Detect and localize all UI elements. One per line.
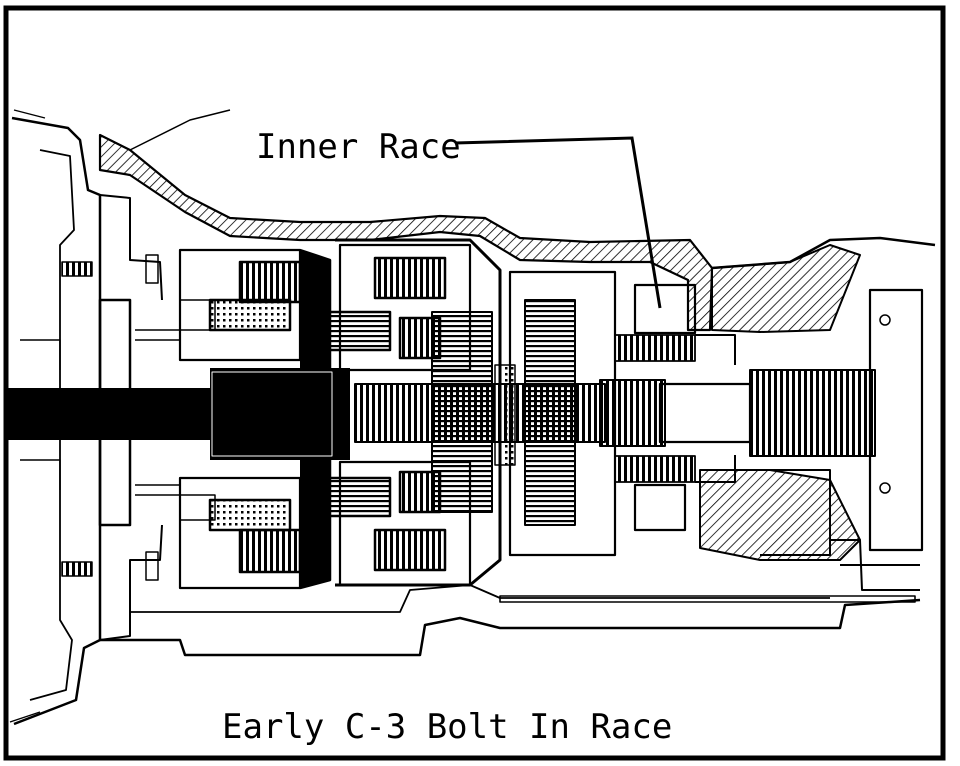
bolt-upper-left [61, 254, 159, 284]
inner-race-assembly [614, 283, 736, 532]
inner-race-label: Inner Race [256, 127, 461, 167]
case-bottom [100, 598, 921, 657]
bolt-lower-left [61, 551, 159, 581]
converter-housing-upper [99, 194, 163, 301]
rear-clutch-lower [313, 460, 472, 587]
figure-caption: Early C-3 Bolt In Race [222, 707, 672, 747]
output-shaft [599, 379, 666, 447]
seal-lines-lower [135, 484, 216, 521]
left-housing-details [9, 109, 61, 723]
case-bottom-inner [130, 584, 830, 613]
rear-planetary [524, 299, 576, 526]
valve-body-rod [499, 595, 916, 603]
rear-drum [508, 270, 617, 557]
governor [760, 469, 831, 556]
input-shaft [8, 388, 228, 440]
bolt-right-lower [879, 482, 891, 494]
transmission-drawing [8, 109, 936, 726]
output-spline [749, 369, 876, 457]
case-top-line [129, 109, 231, 151]
seal-lines-upper [135, 299, 216, 341]
tail-bracket [830, 539, 920, 591]
extension-hatch [711, 244, 861, 333]
bolt-right-upper [879, 314, 891, 326]
input-shaft-splines [211, 371, 333, 457]
planet-carrier [494, 364, 516, 466]
case-top-hatch [98, 133, 714, 332]
inner-race-leader [454, 136, 662, 309]
extension-lower [699, 469, 861, 561]
converter-housing-lower [99, 524, 163, 641]
